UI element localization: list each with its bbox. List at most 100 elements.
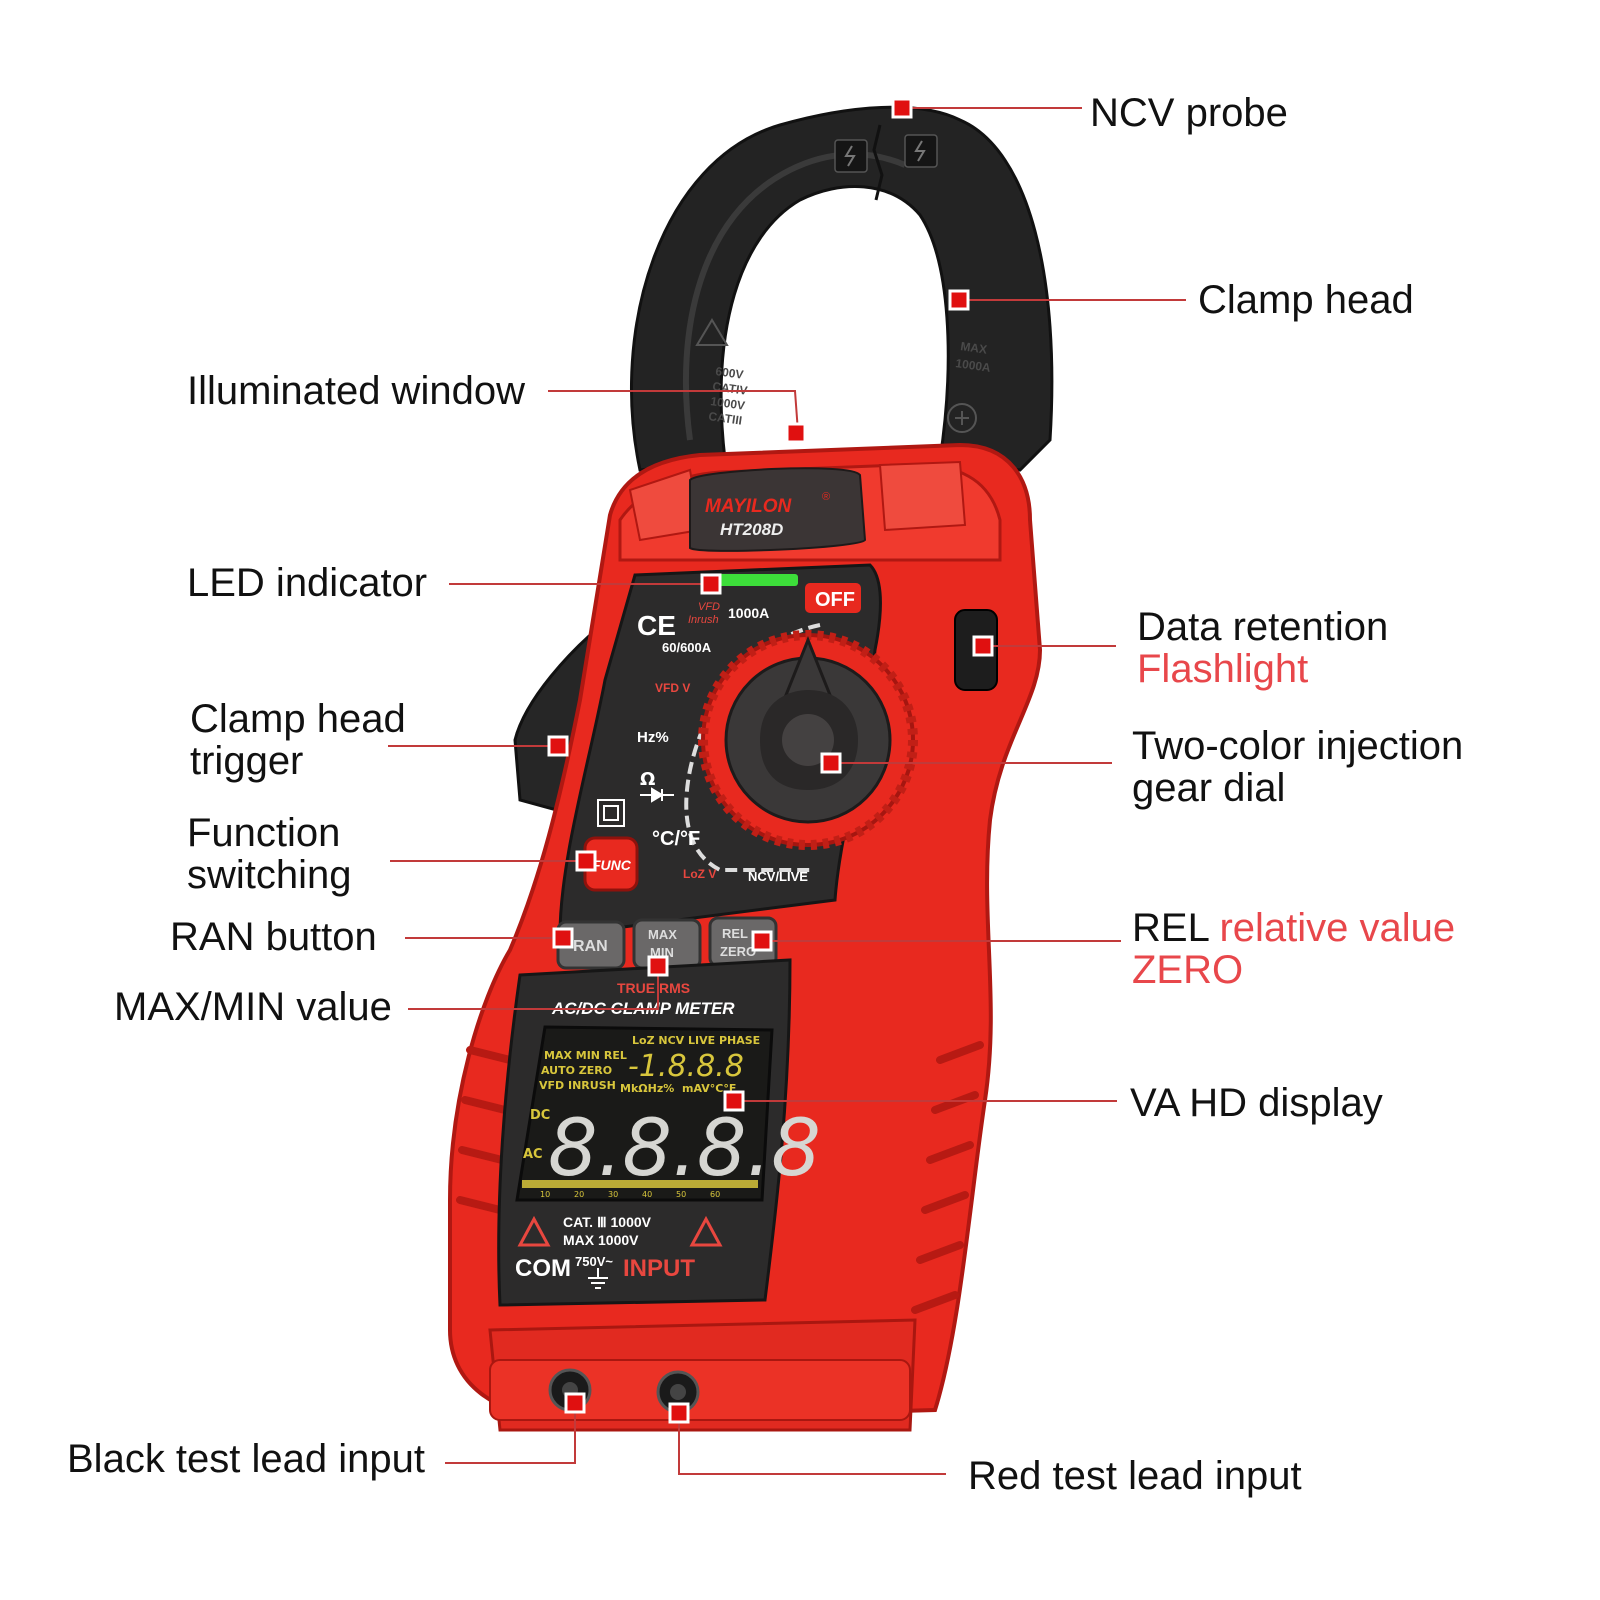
callout-maxmin: MAX/MIN value: [114, 986, 392, 1028]
callout-function-switching: Function switching: [187, 812, 352, 896]
lcd-top-row: LoZ NCV LIVE PHASE: [632, 1034, 760, 1047]
callout-relative-value-text: relative value: [1219, 906, 1456, 950]
brand-plate: MAYILON ® HT208D: [689, 467, 867, 552]
callout-red-lead: Red test lead input: [968, 1455, 1302, 1497]
callout-gear-dial: Two-color injection gear dial: [1132, 725, 1463, 809]
callout-black-lead: Black test lead input: [67, 1438, 425, 1480]
max-min-button-label-top: MAX: [648, 927, 677, 942]
marker-rel-zero: [751, 930, 773, 952]
lcd-auto-zero: AUTO ZERO: [541, 1064, 612, 1077]
callout-gear-dial-line-1: Two-color injection: [1132, 724, 1464, 768]
warning-triangle-icon: [689, 1215, 723, 1247]
diode-icon: [640, 787, 674, 803]
dial-temp: °C/°F: [652, 828, 700, 850]
callout-gear-dial-line-2: gear dial: [1132, 766, 1286, 810]
callout-led-indicator: LED indicator: [187, 562, 427, 604]
ce-mark: CE: [637, 610, 676, 641]
dial-loz: LoZ V: [683, 867, 716, 881]
callout-data-retention: Data retention Flashlight: [1137, 606, 1388, 690]
callout-clamp-trigger: Clamp head trigger: [190, 698, 406, 782]
marker-red-lead: [668, 1402, 690, 1424]
marker-function: [575, 850, 597, 872]
rel-button-label-top: REL: [722, 926, 748, 941]
marker-clamp-head: [948, 289, 970, 311]
lcd-scale-label: 20: [574, 1190, 584, 1199]
lcd-bargraph: [522, 1180, 758, 1188]
dial-inrush: Inrush: [688, 614, 719, 626]
clamp-rating-4: CATIII: [708, 409, 743, 428]
callout-function-line-1: Function: [187, 811, 341, 855]
callout-clamp-trigger-line-2: trigger: [190, 739, 304, 783]
warning-triangle-icon: [517, 1215, 551, 1247]
callout-markers: [547, 97, 994, 1424]
display-panel: TRUE RMS AC/DC CLAMP METER LoZ NCV LIVE …: [497, 958, 821, 1307]
dial-vfd-v: VFD V: [655, 681, 690, 695]
callout-ran-button-text: RAN button: [170, 915, 377, 959]
marker-led-indicator: [700, 573, 722, 595]
rel-button-label-bottom: ZERO: [720, 944, 756, 959]
callout-display-text: VA HD display: [1130, 1081, 1383, 1125]
brand-logo: MAYILON: [705, 496, 792, 517]
brand-registered-mark: ®: [822, 491, 830, 503]
func-button-label: FUNC: [592, 857, 632, 873]
leader-illuminated-window: [548, 390, 799, 433]
callout-maxmin-text: MAX/MIN value: [114, 985, 392, 1029]
warning-triangle-icon: [695, 318, 729, 346]
callout-led-indicator-text: LED indicator: [187, 561, 428, 605]
callout-illuminated-window: Illuminated window: [187, 370, 525, 412]
marker-data-retention: [972, 635, 994, 657]
marker-black-lead: [564, 1392, 586, 1414]
callout-rel-text: REL: [1132, 906, 1209, 950]
callout-clamp-head-text: Clamp head: [1198, 278, 1414, 322]
callout-red-lead-text: Red test lead input: [968, 1454, 1302, 1498]
callout-ncv-probe-text: NCV probe: [1090, 91, 1288, 135]
clamp-rating-1: 600V: [715, 364, 745, 382]
dial-ohm: Ω: [640, 769, 655, 790]
lcd-units-row-1: MkΩHz%: [620, 1082, 674, 1095]
marker-gear-dial: [820, 752, 842, 774]
dial-60-600a: 60/600A: [662, 640, 712, 655]
leader-maxmin: [408, 966, 659, 1010]
input-jack-label: INPUT: [623, 1255, 695, 1282]
com-rating-label: 750V~: [575, 1254, 613, 1269]
dial-1000a: 1000A: [728, 605, 769, 621]
plus-icon: [947, 403, 977, 433]
marker-display: [723, 1090, 745, 1112]
leader-red-lead: [678, 1412, 946, 1475]
callout-black-lead-text: Black test lead input: [67, 1437, 425, 1481]
lcd-secondary-digits: -1.8.8.8: [628, 1049, 744, 1084]
dial-vfd: VFD: [698, 601, 720, 613]
lcd-scale-label: 50: [676, 1190, 686, 1199]
callout-clamp-trigger-line-1: Clamp head: [190, 697, 406, 741]
callout-zero-text: ZERO: [1132, 948, 1244, 992]
callout-ncv-probe: NCV probe: [1090, 92, 1288, 134]
com-jack-label: COM: [515, 1255, 571, 1282]
ground-icon: [588, 1268, 608, 1289]
led-indicator-strip: [718, 574, 798, 586]
dial-hz: Hz%: [637, 729, 669, 746]
callout-illuminated-window-text: Illuminated window: [187, 369, 525, 413]
clamp-max-label: MAX: [960, 339, 988, 357]
marker-maxmin: [647, 955, 669, 977]
leader-black-lead: [445, 1404, 576, 1464]
true-rms-label: TRUE RMS: [617, 980, 690, 996]
lcd-scale-label: 10: [540, 1190, 550, 1199]
lcd-scale-label: 60: [710, 1190, 720, 1199]
rotary-gear-dial[interactable]: [698, 630, 918, 850]
clamp-rating-2: CATIV: [712, 379, 749, 398]
lcd-main-digits: 8.8.8.8: [548, 1104, 821, 1194]
callout-clamp-head: Clamp head: [1198, 279, 1414, 321]
dial-off-label: OFF: [815, 589, 855, 611]
cat-rating-label: CAT. Ⅲ 1000V: [563, 1214, 652, 1230]
rel-zero-button[interactable]: REL ZERO: [708, 916, 778, 968]
lcd-screen: LoZ NCV LIVE PHASE MAX MIN REL AUTO ZERO…: [515, 1025, 821, 1202]
callout-rel-zero: REL relative value ZERO: [1132, 907, 1455, 991]
max-rating-label: MAX 1000V: [563, 1232, 639, 1248]
lcd-scale-label: 40: [642, 1190, 652, 1199]
lcd-dc-label: DC: [530, 1108, 550, 1123]
marker-ran-button: [552, 927, 574, 949]
lcd-max-min-rel: MAX MIN REL: [544, 1049, 627, 1062]
leader-lines: [388, 107, 1186, 1475]
callout-display: VA HD display: [1130, 1082, 1383, 1124]
